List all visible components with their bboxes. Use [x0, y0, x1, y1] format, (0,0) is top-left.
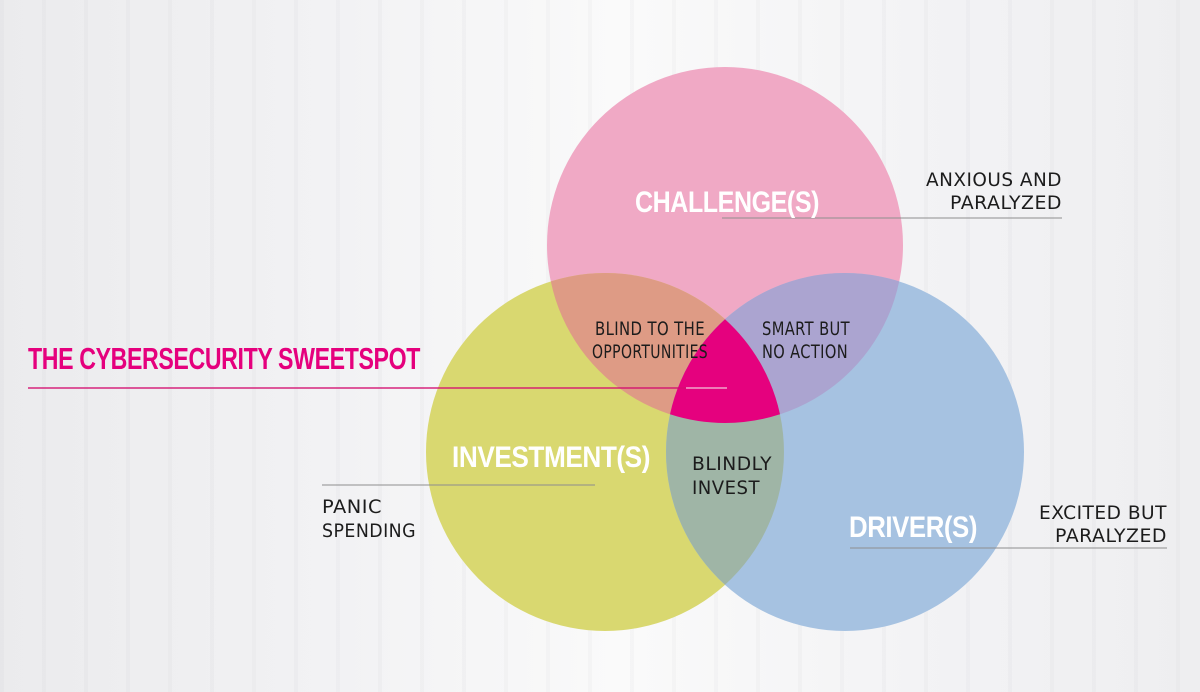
challenges-annotation-line1: ANXIOUS AND: [926, 169, 1062, 191]
overlap-challenges-drivers-text-line2: NO ACTION: [762, 341, 848, 363]
drivers-annotation-line1: EXCITED BUT: [1039, 502, 1167, 524]
investments-label: INVESTMENT(S): [452, 441, 650, 474]
challenges-label: CHALLENGE(S): [635, 186, 819, 219]
page-title: THE CYBERSECURITY SWEETSPOT: [28, 341, 420, 376]
investments-annotation-line2: SPENDING: [322, 520, 416, 542]
sweetspot-region: [670, 319, 780, 424]
overlap-investments-drivers-text-line2: INVEST: [692, 477, 760, 499]
investments-annotation-line1: PANIC: [322, 496, 382, 518]
overlap-challenges-investments-text-line2: OPPORTUNITIES: [592, 341, 708, 363]
overlap-investments-drivers-text-line1: BLINDLY: [692, 453, 772, 475]
overlap-challenges-drivers-text-line1: SMART BUT: [762, 318, 850, 340]
challenges-annotation-line2: PARALYZED: [950, 192, 1062, 214]
drivers-label: DRIVER(S): [849, 511, 977, 544]
overlap-challenges-investments-text-line1: BLIND TO THE: [595, 318, 705, 340]
drivers-annotation-line2: PARALYZED: [1055, 525, 1167, 547]
